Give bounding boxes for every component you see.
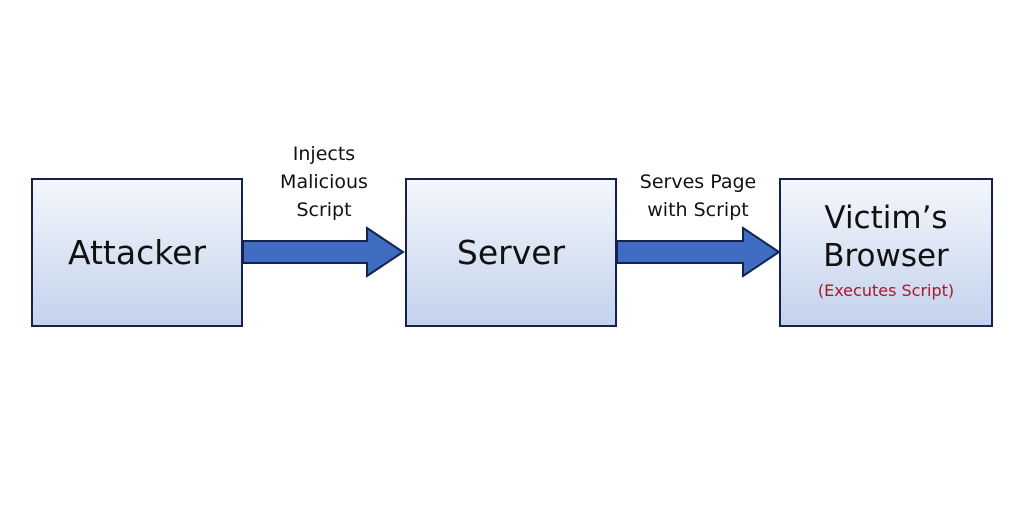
caption-line: Script [296, 199, 352, 221]
server-to-browser-arrow [617, 226, 781, 278]
server-node: Server [405, 178, 617, 327]
attacker-node: Attacker [31, 178, 243, 327]
server-label: Server [456, 232, 566, 272]
browser-label-line2: Browser [823, 237, 949, 274]
caption-line: Serves Page [639, 171, 757, 193]
attacker-to-server-caption: Injects Malicious Script [244, 140, 404, 224]
server-to-browser-caption: Serves Page with Script [612, 168, 784, 224]
browser-label-line1: Victim’s [824, 199, 948, 236]
caption-line: Injects [292, 143, 356, 165]
attacker-label: Attacker [67, 232, 207, 272]
caption-line: with Script [647, 199, 749, 221]
caption-line: Malicious [280, 171, 368, 193]
browser-note: (Executes Script) [817, 280, 955, 300]
victim-browser-node: Victim’s Browser (Executes Script) [779, 178, 993, 327]
attacker-to-server-arrow [243, 226, 405, 278]
